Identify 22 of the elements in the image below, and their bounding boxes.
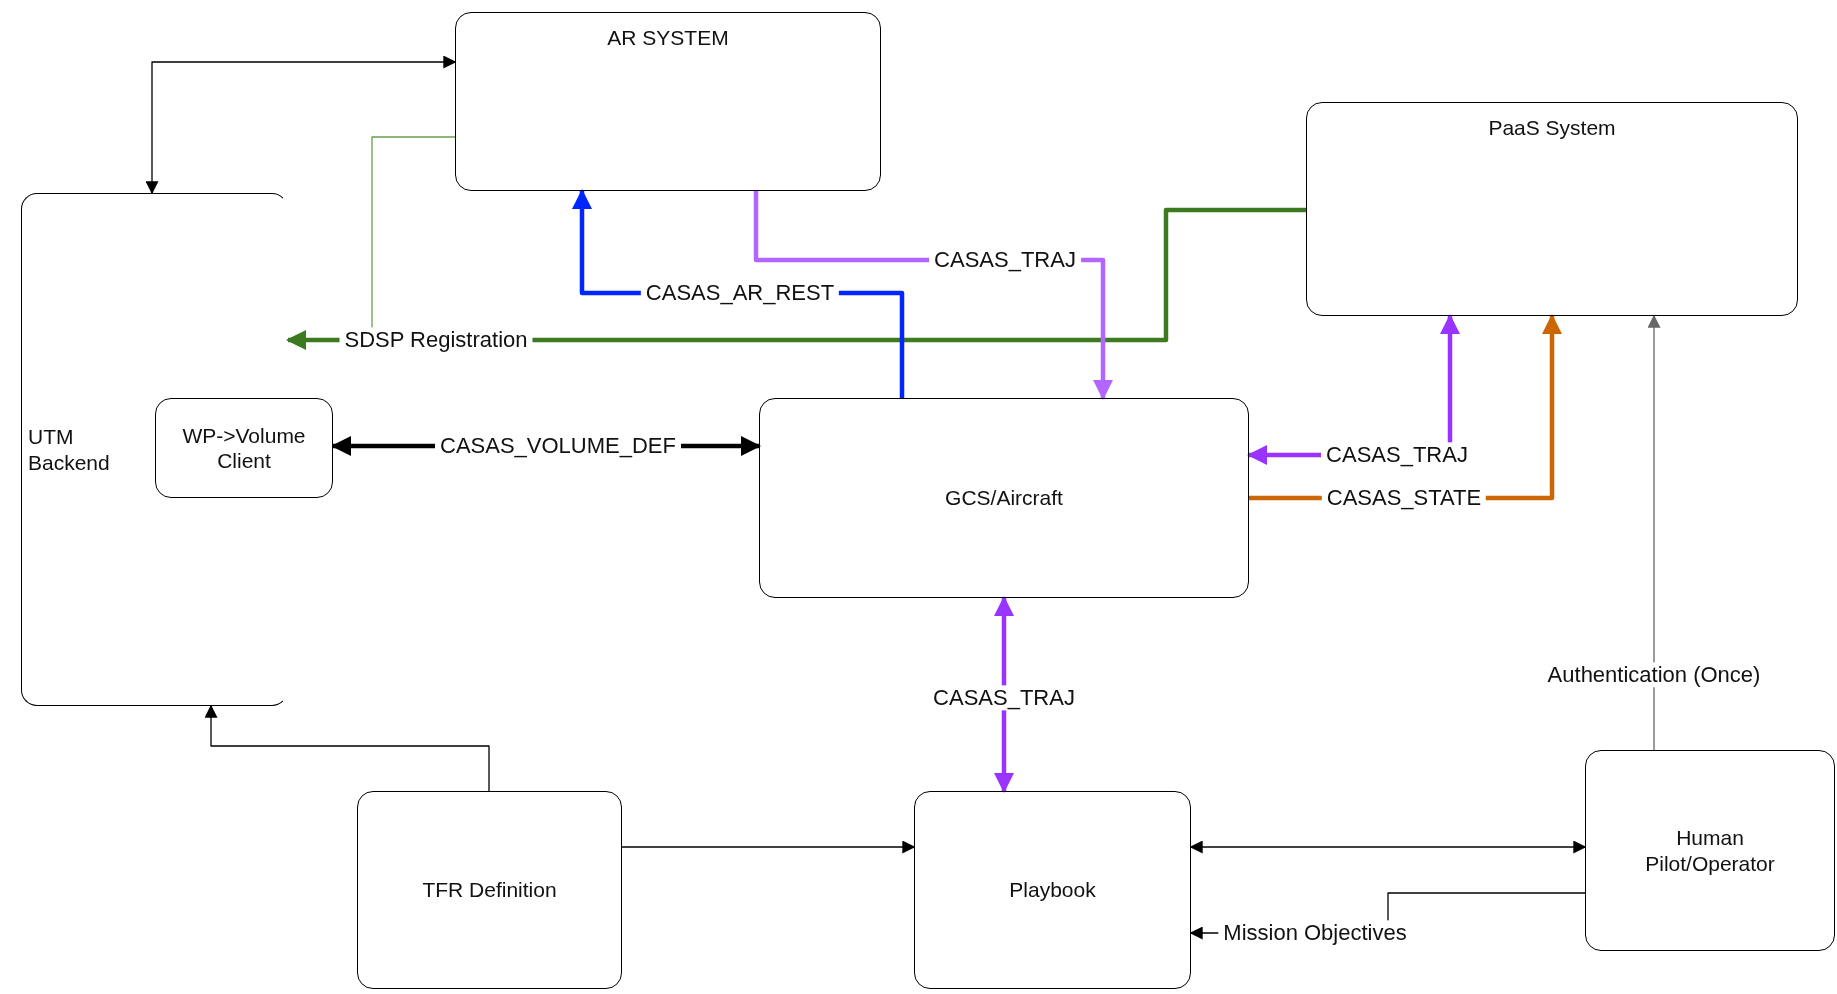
- arrow: [994, 596, 1014, 793]
- arrow: [204, 704, 490, 792]
- edge-label: SDSP Registration: [339, 327, 533, 353]
- process-box: [1306, 102, 1798, 316]
- process-box: [759, 398, 1249, 598]
- node-label: GCS/Aircraft: [945, 485, 1063, 511]
- process-box: [914, 791, 1191, 989]
- node-label: UTM Backend: [28, 424, 111, 475]
- node-label: WP->Volume Client: [181, 422, 307, 474]
- process-box: [155, 398, 333, 498]
- node-label: Playbook: [1009, 877, 1096, 903]
- node-label: TFR Definition: [422, 877, 557, 903]
- arrow: [145, 55, 457, 195]
- node-label: PaaS System: [1488, 115, 1616, 141]
- arrow: [1647, 314, 1661, 751]
- arrow: [1189, 840, 1587, 854]
- node-label: Human Pilot/Operator: [1644, 825, 1776, 876]
- process-box: [455, 12, 881, 191]
- process-box: [1585, 750, 1835, 951]
- arrow: [621, 840, 916, 854]
- node-label: AR SYSTEM: [607, 25, 729, 51]
- process-box: [357, 791, 622, 989]
